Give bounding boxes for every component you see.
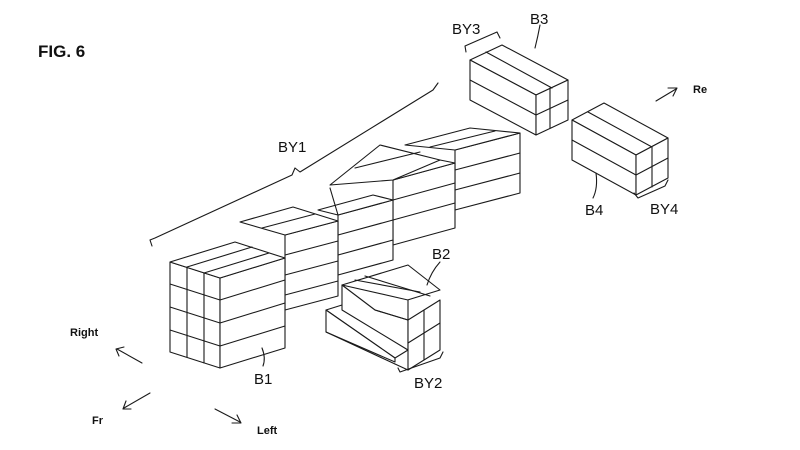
direction-left: Left	[214, 408, 278, 437]
leader-b4	[592, 172, 598, 199]
by1-segment-3	[329, 144, 456, 246]
block-b4	[571, 102, 669, 196]
label-b4: B4	[585, 202, 603, 219]
block-b1	[169, 241, 286, 369]
direction-right: Right	[70, 327, 143, 364]
label-by2: BY2	[414, 375, 442, 392]
leader-b2	[426, 261, 441, 286]
brace-by1	[149, 82, 439, 247]
label-b3: B3	[530, 11, 548, 28]
brace-by3	[464, 31, 501, 53]
label-by1: BY1	[278, 139, 306, 156]
direction-rear: Re	[655, 84, 707, 102]
block-b2	[325, 264, 441, 371]
figure-title: FIG. 6	[38, 42, 85, 61]
label-left: Left	[257, 425, 278, 437]
label-right: Right	[70, 327, 98, 339]
leader-b3	[534, 24, 541, 49]
label-front: Fr	[92, 415, 104, 427]
label-rear: Re	[693, 84, 707, 96]
label-by4: BY4	[650, 201, 678, 218]
block-row-by1	[169, 127, 521, 369]
label-b2: B2	[432, 246, 450, 263]
brace-by2	[397, 351, 444, 373]
leader-b1	[261, 347, 265, 367]
label-b1: B1	[254, 371, 272, 388]
by1-segment-1	[239, 206, 339, 311]
by1-segment-far	[404, 127, 521, 211]
by1-segment-2	[317, 187, 394, 276]
label-by3: BY3	[452, 21, 480, 38]
brace-by4	[633, 179, 669, 199]
block-b3	[469, 44, 569, 136]
direction-front: Fr	[92, 392, 151, 427]
